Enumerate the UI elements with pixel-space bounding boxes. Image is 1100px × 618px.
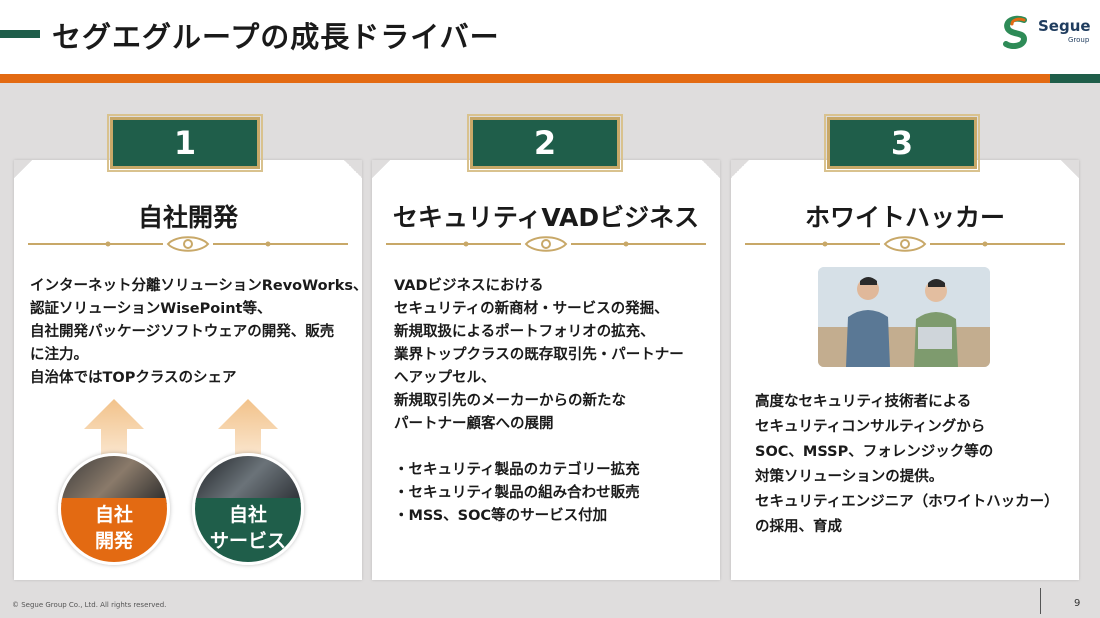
segue-logo: Segue Group	[998, 14, 1094, 52]
panel-body-text: VADビジネスにおける セキュリティの新商材・サービスの発掘、 新規取扱によるポ…	[394, 275, 724, 528]
panel-corner	[731, 160, 749, 178]
body-line: インターネット分離ソリューションRevoWorks、	[30, 278, 368, 294]
body-line: パートナー顧客への展開	[394, 416, 554, 432]
panel-title: セキュリティVADビジネス	[392, 203, 700, 232]
circle-label-line: 自社	[228, 504, 267, 526]
body-line: へアップセル、	[394, 370, 496, 386]
bullet-item: ・MSS、SOC等のサービス付加	[394, 508, 608, 524]
body-line: 自治体ではTOPクラスのシェア	[30, 370, 237, 386]
circle-label-line: サービス	[209, 530, 286, 552]
circle-label-line: 自社	[94, 504, 133, 526]
logo-wordmark: Segue	[1038, 17, 1091, 35]
up-arrow-icon	[218, 399, 278, 461]
panel-corner	[14, 160, 32, 178]
header-green-corner	[1050, 74, 1100, 83]
logo-subtitle: Group	[1068, 36, 1090, 44]
body-line: 高度なセキュリティ技術者による	[755, 394, 972, 410]
body-line: セキュリティの新商材・サービスの発掘、	[394, 301, 669, 317]
panel-title: 自社開発	[137, 203, 238, 232]
bullet-list: ・セキュリティ製品のカテゴリー拡充 ・セキュリティ製品の組み合わせ販売 ・MSS…	[394, 459, 724, 528]
panel-corner	[1061, 160, 1079, 178]
panel-number-badge: 1	[107, 114, 263, 172]
up-arrow-icon	[84, 399, 144, 461]
panel-number-badge: 2	[467, 114, 623, 172]
body-line: の採用、育成	[755, 519, 842, 535]
body-line: 業界トップクラスの既存取引先・パートナー	[394, 347, 684, 363]
copyright-text: © Segue Group Co., Ltd. All rights reser…	[12, 601, 167, 609]
body-line: 認証ソリューションWisePoint等、	[30, 301, 272, 317]
header-orange-rule	[0, 74, 1100, 83]
body-line: 自社開発パッケージソフトウェアの開発、販売	[30, 324, 335, 340]
panel-title: ホワイトハッカー	[804, 203, 1005, 232]
circle-label-line: 開発	[94, 530, 133, 552]
body-line: 新規取扱によるポートフォリオの拡充、	[394, 324, 655, 340]
panel-corner	[702, 160, 720, 178]
circle-label: 自社 サービス	[195, 502, 301, 554]
ornament-divider-icon	[745, 236, 1065, 252]
body-line: SOC、MSSP、フォレンジック等の	[755, 444, 994, 460]
body-line: セキュリティコンサルティングから	[755, 419, 986, 435]
body-line: セキュリティエンジニア（ホワイトハッカー）	[755, 494, 1059, 510]
ornament-divider-icon	[386, 236, 706, 252]
slide-header: セグエグループの成長ドライバー Segue Group	[0, 0, 1100, 78]
bullet-item: ・セキュリティ製品の組み合わせ販売	[394, 485, 640, 501]
bullet-item: ・セキュリティ製品のカテゴリー拡充	[394, 462, 640, 478]
circle-fill	[61, 498, 167, 562]
handshake-photo	[195, 456, 301, 504]
panel-corner	[344, 160, 362, 178]
panel-in-house-development: 自社開発 インターネット分離ソリューションRevoWorks、 認証ソリューショ…	[14, 160, 368, 580]
panel-corner	[372, 160, 390, 178]
panel-security-vad-business: セキュリティVADビジネス VADビジネスにおける セキュリティの新商材・サービ…	[372, 160, 720, 580]
page-title: セグエグループの成長ドライバー	[52, 20, 500, 54]
panel-body-text: インターネット分離ソリューションRevoWorks、 認証ソリューションWise…	[30, 275, 368, 390]
panel-number-badge: 3	[824, 114, 980, 172]
engineers-photo	[818, 267, 990, 367]
footer-divider	[1040, 588, 1041, 614]
page-number: 9	[1074, 598, 1081, 609]
circle-label: 自社 開発	[61, 502, 167, 554]
body-line: に注力。	[30, 347, 88, 363]
body-line: 新規取引先のメーカーからの新たな	[394, 393, 626, 409]
body-line: VADビジネスにおける	[394, 278, 544, 294]
engineers-illustration-icon	[818, 267, 990, 367]
ornament-divider-icon	[28, 236, 348, 252]
in-house-service-circle: 自社 サービス	[192, 453, 304, 565]
segue-logo-mark-icon	[1003, 15, 1028, 50]
title-accent-bar	[0, 30, 40, 38]
panel-body-text: 高度なセキュリティ技術者による セキュリティコンサルティングから SOC、MSS…	[755, 390, 1085, 540]
body-line: 対策ソリューションの提供。	[755, 469, 944, 485]
in-house-development-circle: 自社 開発	[58, 453, 170, 565]
circle-fill	[195, 498, 301, 562]
panel-white-hacker: ホワイトハッカー 高度なセキュリティ技術者による セキュリティコンサルティングか…	[731, 160, 1079, 580]
circuit-photo	[61, 456, 167, 504]
